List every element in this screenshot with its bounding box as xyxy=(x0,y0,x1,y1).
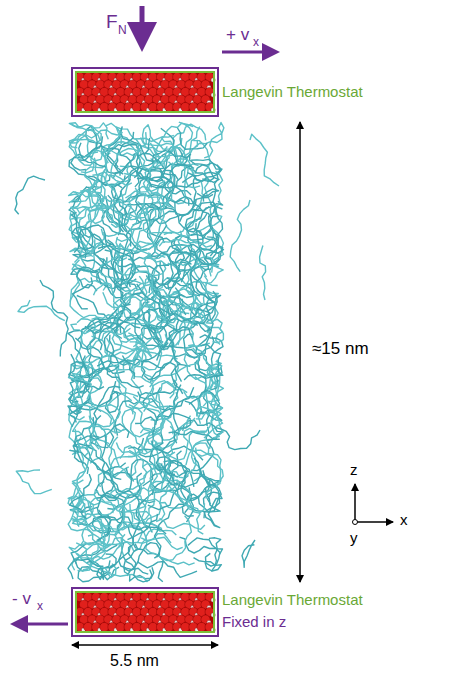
polymer-chains xyxy=(15,122,279,582)
dimension-arrow xyxy=(299,122,301,582)
subscript: x xyxy=(37,600,43,613)
dimension-arrow xyxy=(72,644,218,646)
dimension-label: 5.5 nm xyxy=(110,652,159,670)
subscript: x xyxy=(253,36,259,49)
axis-label: z xyxy=(350,462,358,479)
thermostat-label: Langevin Thermostat xyxy=(222,592,363,609)
velocity-label: - v xyxy=(12,590,31,609)
velocity-label: + v xyxy=(226,26,249,45)
subscript: N xyxy=(118,24,127,37)
axes xyxy=(353,484,394,525)
axis-label: y xyxy=(350,530,358,547)
force-symbol: F xyxy=(106,12,118,33)
wall-slabs xyxy=(72,68,218,636)
velocity-arrow xyxy=(16,623,68,626)
constraint-label: Fixed in z xyxy=(222,614,286,631)
axis-label: x xyxy=(400,512,408,529)
velocity-arrow xyxy=(222,51,274,54)
thermostat-label: Langevin Thermostat xyxy=(222,84,363,101)
force-arrow xyxy=(140,6,145,42)
dimension-label: ≈15 nm xyxy=(312,340,369,359)
